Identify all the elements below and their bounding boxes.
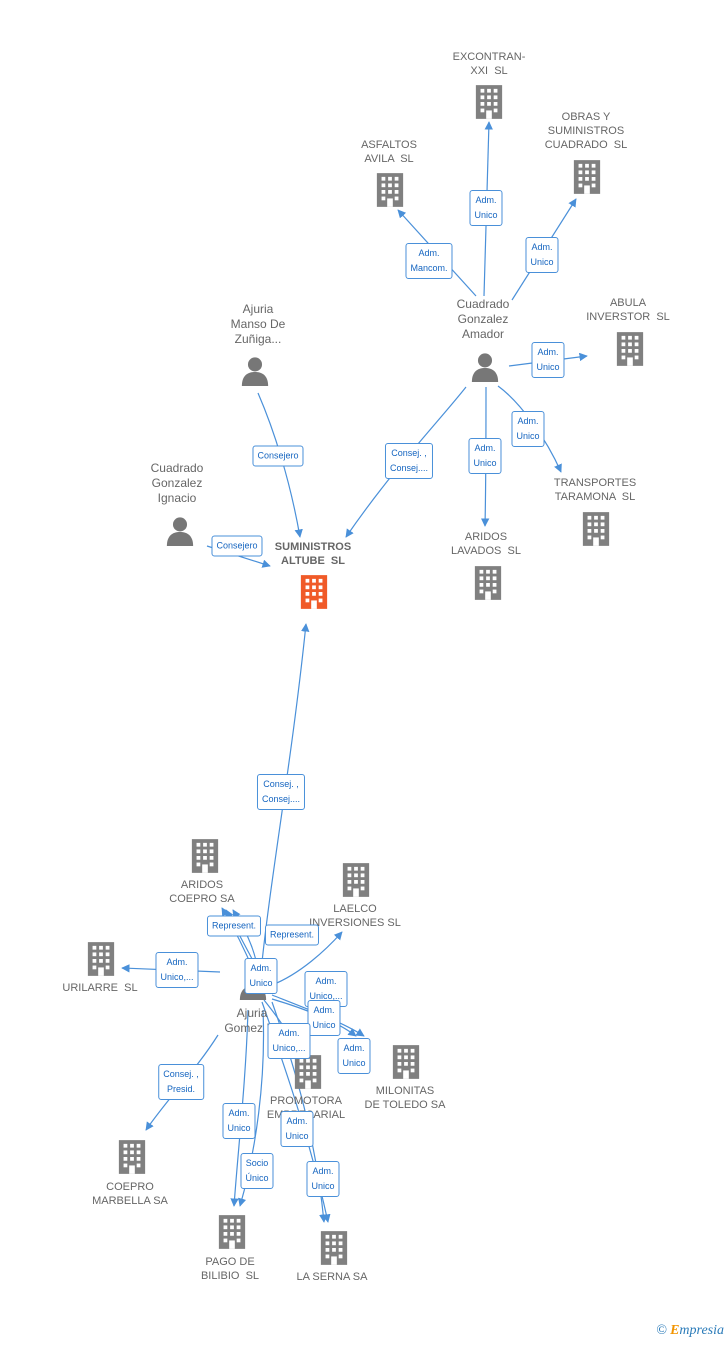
node-label-laserna[interactable]: LA SERNA SA [296,1271,368,1283]
relation-label[interactable]: Adm. Unico [306,1161,340,1197]
relation-label[interactable]: Adm. Unico [469,190,503,226]
building-icon[interactable] [582,512,610,546]
relation-label[interactable]: Adm. Unico [280,1111,314,1147]
brand-initial: E [670,1323,680,1338]
node-label-coepro-marbella[interactable]: COEPRO MARBELLA SA [92,1181,168,1207]
relation-label[interactable]: Adm. Unico,... [155,952,199,988]
building-icon[interactable] [342,863,370,897]
relation-label[interactable]: Represent. [206,915,262,937]
building-icon[interactable] [616,332,644,366]
node-label-obras[interactable]: OBRAS Y SUMINISTROS CUADRADO SL [544,111,628,151]
brand-name: mpresia [679,1323,724,1338]
node-label-laelco[interactable]: LAELCO INVERSIONES SL [309,903,401,929]
relation-label[interactable]: Adm. Unico [244,958,278,994]
copyright-symbol: © [656,1323,668,1338]
node-label-pago[interactable]: PAGO DE BILIBIO SL [200,1256,260,1282]
node-label-aridos-coepro[interactable]: ARIDOS COEPRO SA [169,879,235,905]
building-icon[interactable] [573,160,601,194]
node-label-milonitas[interactable]: MILONITAS DE TOLEDO SA [364,1085,446,1111]
relation-label[interactable]: Consejero [252,445,304,467]
building-icon[interactable] [218,1215,246,1249]
building-icon[interactable] [300,575,328,609]
relation-label[interactable]: Consej. , Presid. [158,1064,204,1100]
node-label-excontran[interactable]: EXCONTRAN- XXI SL [452,51,526,77]
relation-label[interactable]: Adm. Mancom. [405,243,453,279]
building-icon[interactable] [191,839,219,873]
person-icon[interactable] [241,357,269,386]
node-label-transportes[interactable]: TRANSPORTES TARAMONA SL [553,477,637,503]
building-icon[interactable] [118,1140,146,1174]
node-label-cuadrado-amador[interactable]: Cuadrado Gonzalez Amador [456,297,510,341]
relation-label[interactable]: Consejero [211,535,263,557]
relation-label[interactable]: Adm. Unico [468,438,502,474]
relation-label[interactable]: Adm. Unico [511,411,545,447]
building-icon[interactable] [474,566,502,600]
building-icon[interactable] [87,942,115,976]
person-icon[interactable] [471,353,499,382]
edge-ajuria_gomez-to-laelco [271,931,343,986]
relation-label[interactable]: Adm. Unico [525,237,559,273]
person-icon[interactable] [166,517,194,546]
relation-label[interactable]: Adm. Unico [531,342,565,378]
node-label-abula[interactable]: ABULA INVERSTOR SL [586,297,670,323]
empresia-logo: ©Empresia [656,1323,724,1339]
node-label-suministros[interactable]: SUMINISTROS ALTUBE SL [274,541,352,567]
building-icon[interactable] [392,1045,420,1079]
relation-label[interactable]: Consej. , Consej.... [256,774,306,810]
relation-label[interactable]: Consej. , Consej.... [384,443,434,479]
relation-label[interactable]: Adm. Unico [222,1103,256,1139]
building-icon[interactable] [320,1231,348,1265]
node-label-ajuria-manso[interactable]: Ajuria Manso De Zuñiga... [230,302,286,346]
building-icon[interactable] [376,173,404,207]
node-label-asfaltos[interactable]: ASFALTOS AVILA SL [361,139,417,165]
relation-label[interactable]: Adm. Unico [307,1000,341,1036]
building-icon[interactable] [475,85,503,119]
relation-label[interactable]: Adm. Unico,... [267,1023,311,1059]
relation-label[interactable]: Represent. [264,924,320,946]
building-icon[interactable] [294,1055,322,1089]
relation-label[interactable]: Socio Único [240,1153,274,1189]
node-label-aridos-lavados[interactable]: ARIDOS LAVADOS SL [451,531,521,557]
relation-label[interactable]: Adm. Unico [337,1038,371,1074]
node-label-cuadrado-ignacio[interactable]: Cuadrado Gonzalez Ignacio [150,461,204,505]
node-label-urilarre[interactable]: URILARRE SL [62,982,138,994]
